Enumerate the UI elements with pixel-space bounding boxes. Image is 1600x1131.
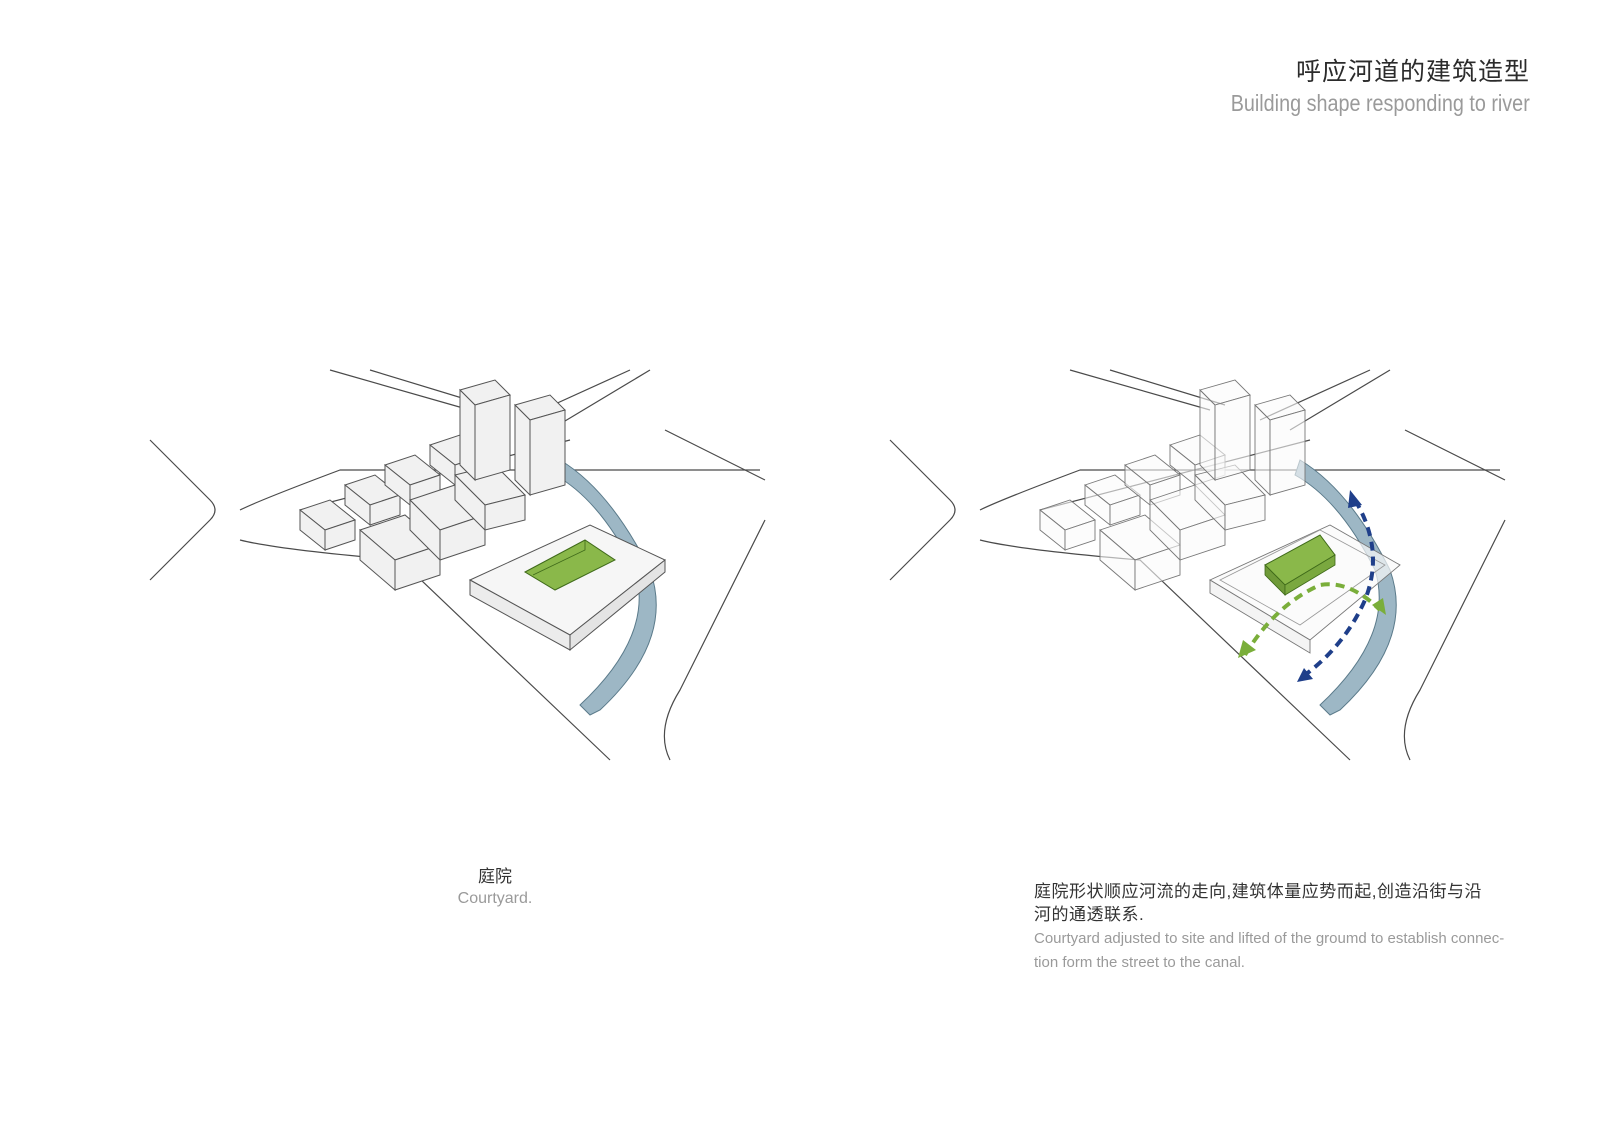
courtyard-green — [523, 539, 616, 591]
connection-arrow-street — [1238, 582, 1386, 658]
caption-right-cn-line-2: 河的通透联系. — [1034, 905, 1145, 924]
building-blocks — [298, 379, 566, 592]
site-roads — [889, 369, 1506, 761]
page-title-en: Building shape responding to river — [1230, 90, 1530, 116]
caption-right-en-line-1: Courtyard adjusted to site and lifted of… — [1034, 930, 1505, 947]
caption-right: 庭院形状顺应河流的走向,建筑体量应势而起,创造沿街与沿 河的通透联系. Cour… — [1034, 880, 1534, 974]
caption-right-cn-line-1: 庭院形状顺应河流的走向,建筑体量应势而起,创造沿街与沿 — [1034, 882, 1482, 901]
connection-arrow-river — [1297, 490, 1375, 682]
courtyard-podium — [468, 524, 666, 652]
caption-left: 庭院 Courtyard. — [400, 866, 590, 910]
river — [554, 459, 657, 716]
lifted-courtyard-volume — [1209, 524, 1401, 654]
site-roads — [149, 369, 766, 761]
page-title-cn: 呼应河道的建筑造型 — [1295, 58, 1530, 86]
building-blocks-transparent — [1039, 379, 1306, 591]
caption-left-en: Courtyard. — [457, 890, 533, 907]
caption-right-en-line-2: tion form the street to the canal. — [1034, 954, 1245, 971]
river-response-massing-diagram — [889, 369, 1506, 761]
caption-left-cn: 庭院 — [478, 867, 512, 886]
courtyard-massing-diagram — [149, 369, 766, 761]
